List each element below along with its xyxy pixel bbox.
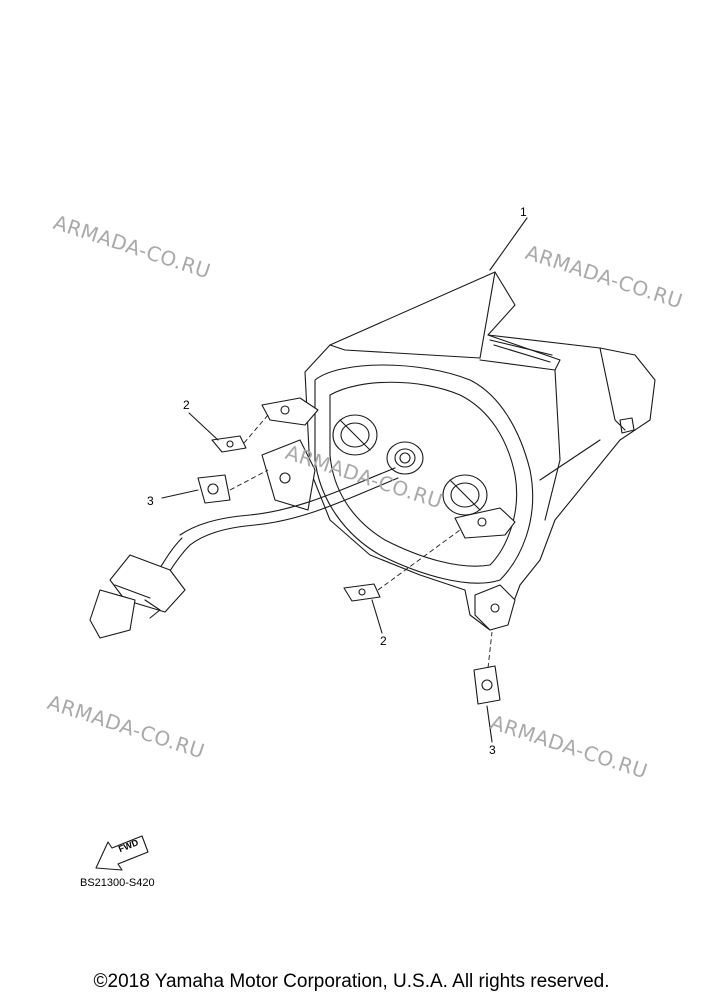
callout-number: 1 bbox=[520, 205, 527, 219]
leader-lines bbox=[161, 217, 528, 743]
callout-number: 3 bbox=[147, 494, 154, 508]
nut-part-3-lower bbox=[473, 665, 501, 705]
callout-number: 3 bbox=[489, 743, 496, 757]
copyright-notice: ©2018 Yamaha Motor Corporation, U.S.A. A… bbox=[93, 971, 610, 992]
callout-number: 2 bbox=[183, 398, 190, 412]
callout-number: 2 bbox=[380, 634, 387, 648]
clip-part-2-lower bbox=[343, 583, 381, 602]
fwd-arrow-icon bbox=[95, 835, 149, 871]
wire-harness bbox=[89, 467, 399, 639]
tail-light-assembly bbox=[261, 271, 656, 631]
clip-part-2-upper bbox=[211, 435, 247, 453]
diagram-code: BS21300-S420 bbox=[80, 877, 155, 889]
nut-part-3-left bbox=[197, 474, 231, 504]
